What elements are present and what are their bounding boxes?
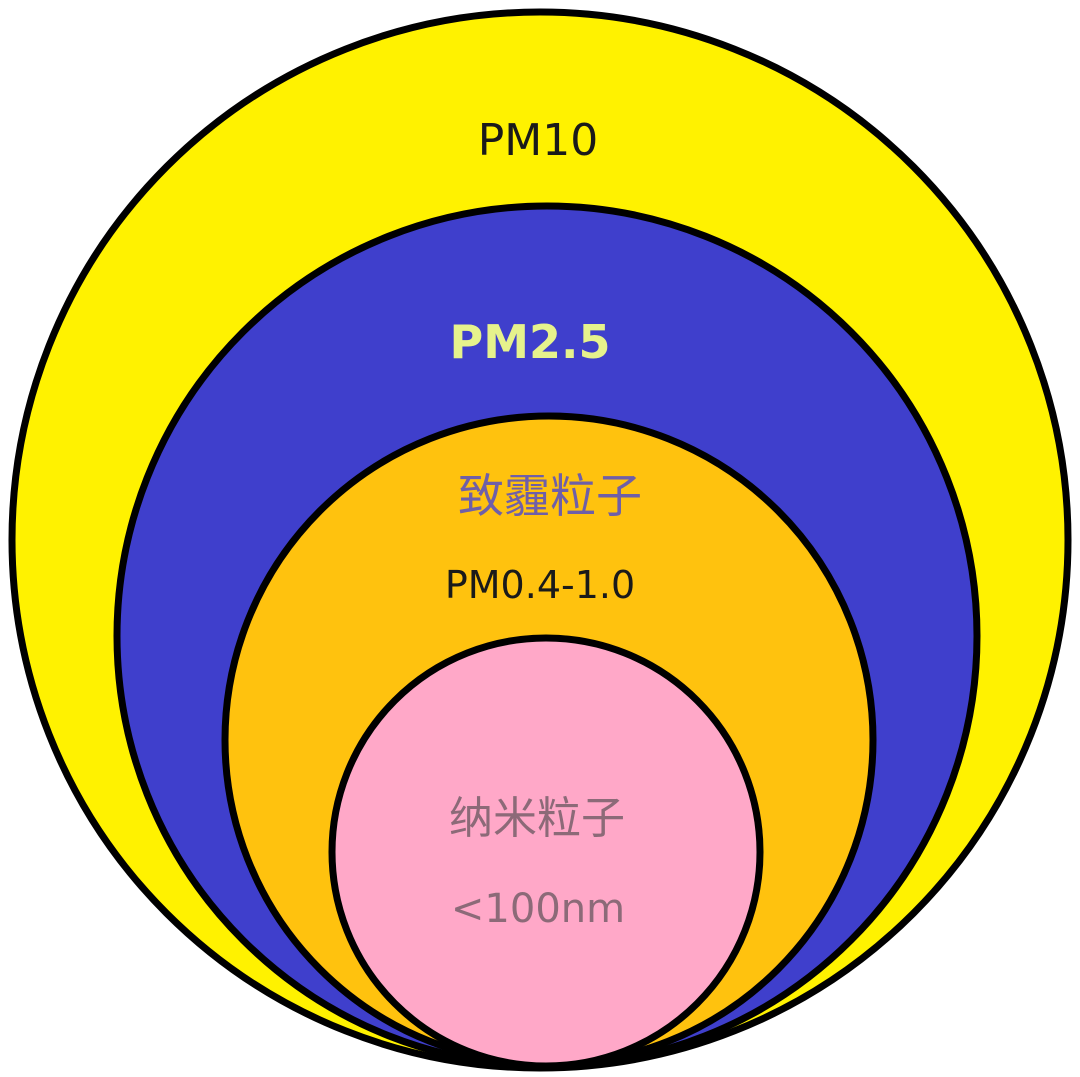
nanoparticle-circle (328, 634, 764, 1070)
nanoparticle-label: 纳米粒子 (449, 793, 625, 844)
haze-size-label: PM0.4-1.0 (445, 563, 635, 607)
pm10-label: PM10 (478, 115, 598, 166)
pm25-label: PM2.5 (450, 315, 611, 369)
nanoparticle-size-label: <100nm (451, 886, 625, 932)
haze-particle-label: 致霾粒子 (458, 469, 642, 523)
